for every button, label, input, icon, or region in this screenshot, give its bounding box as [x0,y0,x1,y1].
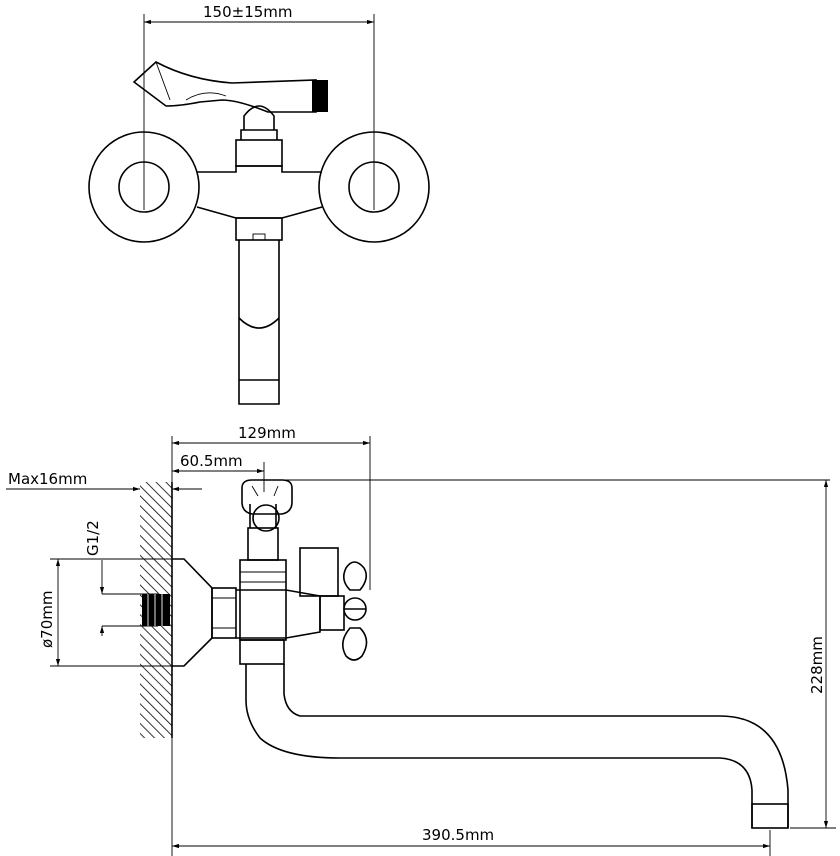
spout-top-view [238,240,280,405]
side-view: Max16mm 129mm 60.5mm G1/2 ø7 [6,424,836,856]
spout-side-view [245,664,789,828]
top-view: 150±15mm [88,3,430,405]
label-thread: G1/2 [84,520,102,556]
dim-projection: 129mm [171,424,371,590]
upper-neck [247,527,279,561]
valve-cone [243,105,275,130]
label-spout-length: 390.5mm [422,826,494,844]
label-height: 228mm [808,636,826,694]
dim-max-wall: Max16mm [6,470,202,492]
cross-handle [299,547,368,661]
body-bar [196,165,323,219]
dim-spacing: 150±15mm [143,3,375,210]
dim-height: 228mm [790,480,836,829]
dim-spout-length: 390.5mm [171,738,771,856]
shower-holder [241,479,830,532]
coupling-nut [211,587,237,639]
dim-flange-diameter: ø70mm [38,558,180,667]
label-offset: 60.5mm [180,452,243,470]
lower-connector [235,217,283,241]
label-max-wall: Max16mm [8,470,87,488]
label-flange-diameter: ø70mm [38,591,56,649]
lever-handle [132,61,317,113]
dim-offset: 60.5mm [172,452,265,492]
label-projection: 129mm [238,424,296,442]
spout-aerator [751,803,789,829]
spout-connector [239,639,285,665]
center-nut [235,139,283,167]
thread-in-wall [142,594,170,626]
label-spacing: 150±15mm [203,3,293,21]
flange-left [88,131,200,243]
flange-right [318,131,430,243]
flange-cone [172,558,213,667]
